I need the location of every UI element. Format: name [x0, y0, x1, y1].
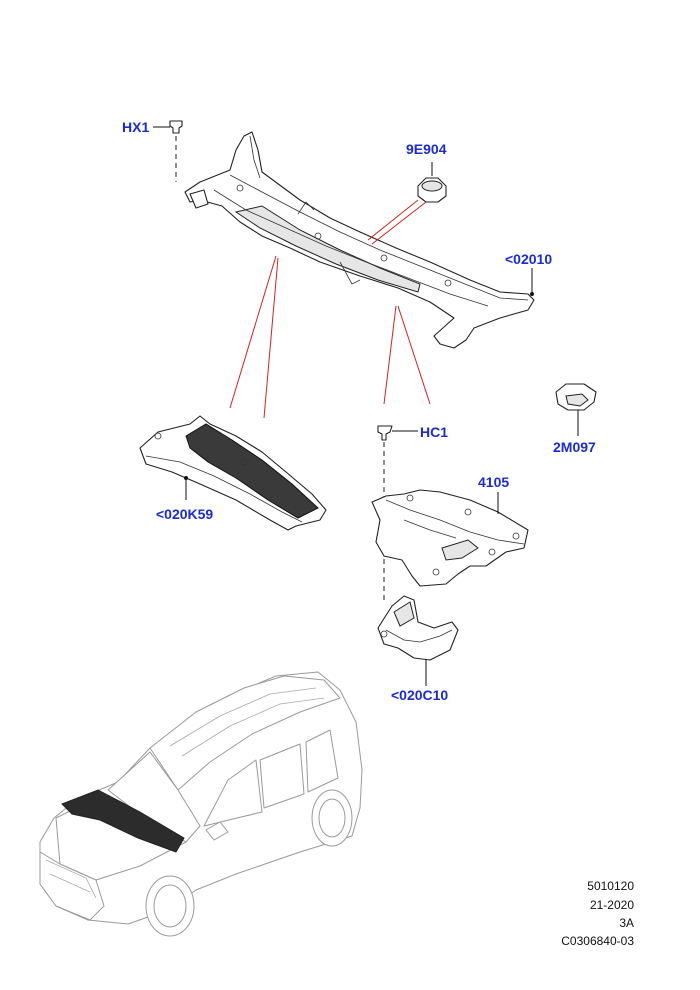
vehicle-outline	[39, 671, 363, 937]
redline-4105-a	[383, 305, 397, 405]
reference-line-3: 3A	[619, 916, 634, 930]
reference-line-1: 5010120	[587, 879, 634, 893]
grommet-9e904	[367, 162, 447, 245]
callout-020k59: <020K59	[156, 506, 214, 522]
cover-4105	[371, 489, 529, 587]
bracket-020c10	[377, 595, 459, 686]
callout-2m097: 2M097	[553, 439, 596, 455]
leader-dot-02010	[530, 292, 534, 296]
cowl-cover-020k59	[139, 415, 327, 531]
redline-k59-b	[263, 257, 279, 419]
cowl-panel	[184, 131, 535, 349]
redline-4105-b	[397, 305, 431, 405]
hc1-clip	[377, 425, 418, 600]
reference-line-2: 21-2020	[589, 898, 634, 912]
reference-line-4: C0306840-03	[561, 934, 634, 948]
redline-k59-a	[229, 255, 277, 409]
callout-4105: 4105	[478, 474, 510, 490]
vehicle-cowl-highlight	[61, 789, 185, 853]
callout-hc1: HC1	[420, 424, 449, 440]
callout-hx1: HX1	[122, 119, 150, 135]
hx1-clip	[153, 120, 183, 182]
callout-020c10: <020C10	[391, 687, 449, 703]
callout-9e904: 9E904	[406, 141, 447, 157]
callout-02010: <02010	[505, 251, 553, 267]
bracket-2m097	[555, 383, 597, 436]
